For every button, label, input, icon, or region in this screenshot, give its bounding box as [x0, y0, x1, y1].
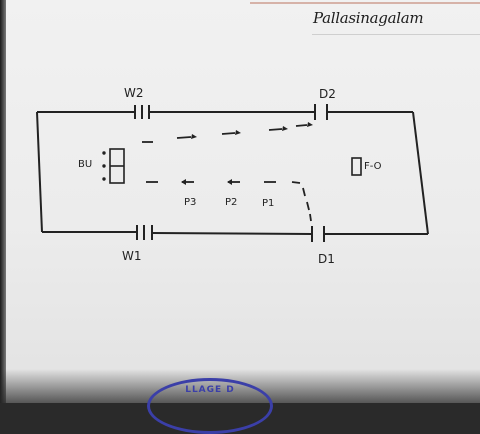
- w1-label: W1: [122, 249, 142, 263]
- d2-label: D2: [319, 87, 336, 101]
- ink-stamp: LLAGE D: [147, 378, 273, 434]
- p1-label: P1: [262, 198, 275, 209]
- fo-box: [351, 157, 362, 176]
- bu-structure: [102, 148, 125, 184]
- page-binding: [0, 0, 6, 403]
- fo-label: F-O: [364, 161, 382, 172]
- d1-label: D1: [318, 252, 335, 266]
- margin-line: [250, 2, 480, 4]
- bu-label: BU: [78, 159, 93, 170]
- w2-label: W2: [124, 86, 144, 100]
- name-underline: [312, 34, 480, 35]
- right-boundary: [412, 111, 429, 235]
- field-diagram: [0, 0, 480, 403]
- gate-w2-marks: [134, 105, 150, 119]
- gate-w1-marks: [136, 225, 153, 240]
- gate-d2-marks: [314, 104, 328, 120]
- handwritten-name: Pallasinagalam: [313, 9, 424, 27]
- upper-flow-line: [142, 122, 313, 143]
- bottom-boundary-mid: [151, 232, 313, 235]
- left-boundary: [36, 111, 43, 233]
- p3-label: P3: [184, 197, 197, 208]
- gate-d1-marks: [311, 226, 325, 242]
- stamp-text: LLAGE D: [185, 385, 235, 395]
- paper-page: [0, 0, 480, 403]
- p2-label: P2: [225, 197, 238, 208]
- lower-flow-line: [146, 179, 312, 222]
